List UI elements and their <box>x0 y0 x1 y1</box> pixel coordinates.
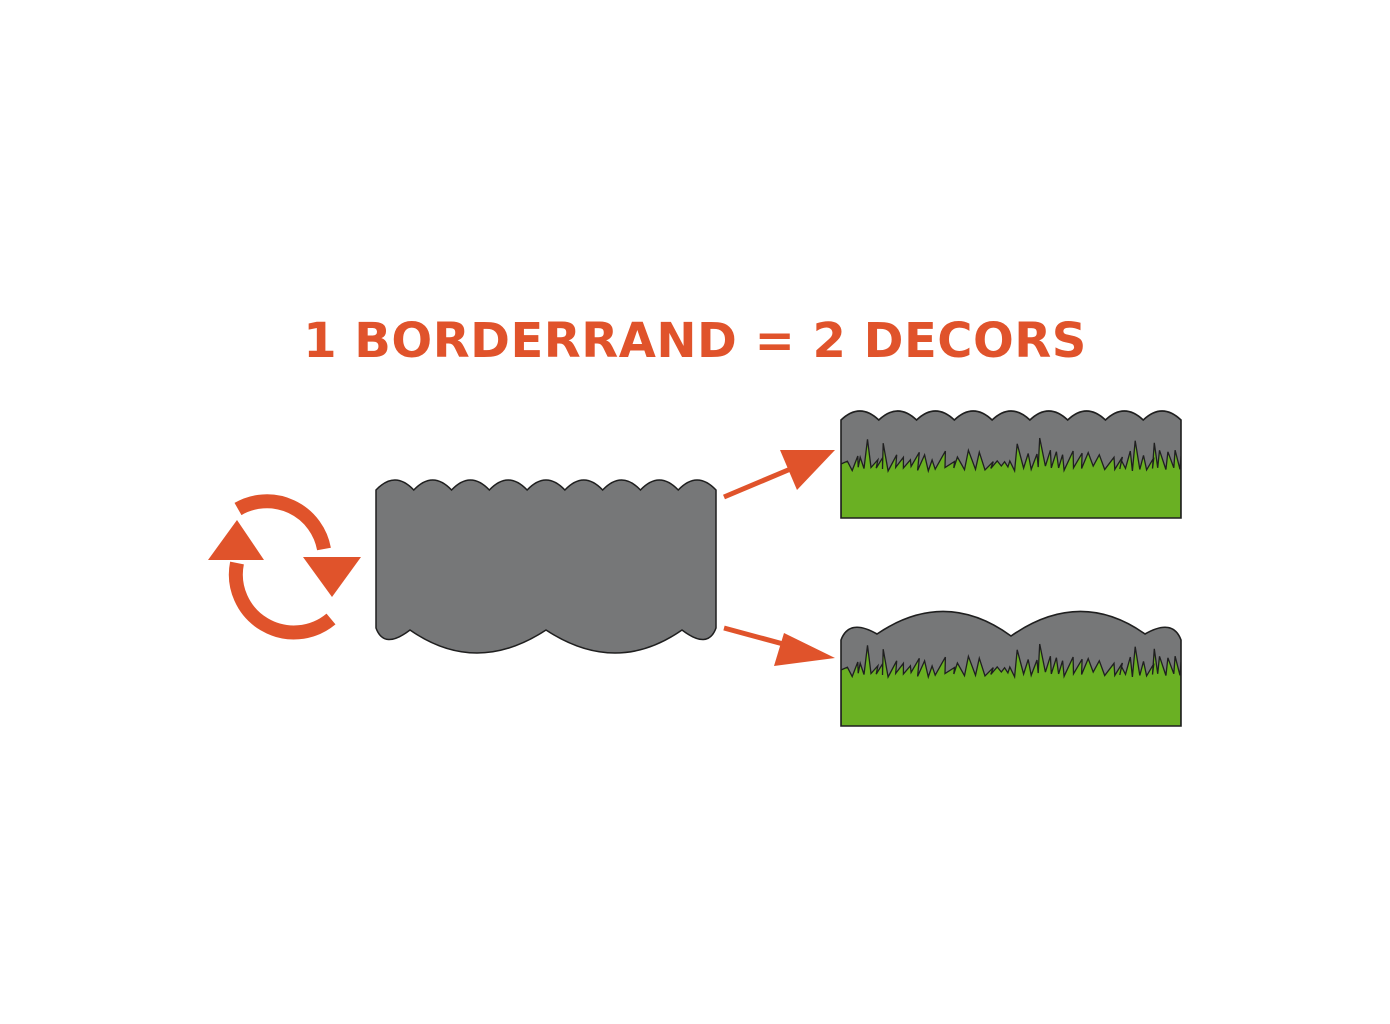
grass-fill <box>841 643 1181 726</box>
rotate-arrowhead-left <box>208 520 264 560</box>
decor-large-arches <box>840 610 1182 727</box>
arrow-right-down-icon <box>723 625 835 666</box>
rotate-arrows-icon <box>208 494 361 640</box>
arrow-right-up-icon <box>723 450 835 500</box>
rotate-arc-upper <box>234 494 331 551</box>
rotate-arrowhead-right <box>303 557 361 597</box>
diagram-title: 1 BORDERRAND = 2 DECORS <box>303 313 1087 369</box>
rotate-arc-lower <box>228 561 336 640</box>
border-edging-piece <box>375 479 717 654</box>
grass-fill <box>841 437 1181 518</box>
decor-small-scallops <box>840 410 1182 519</box>
